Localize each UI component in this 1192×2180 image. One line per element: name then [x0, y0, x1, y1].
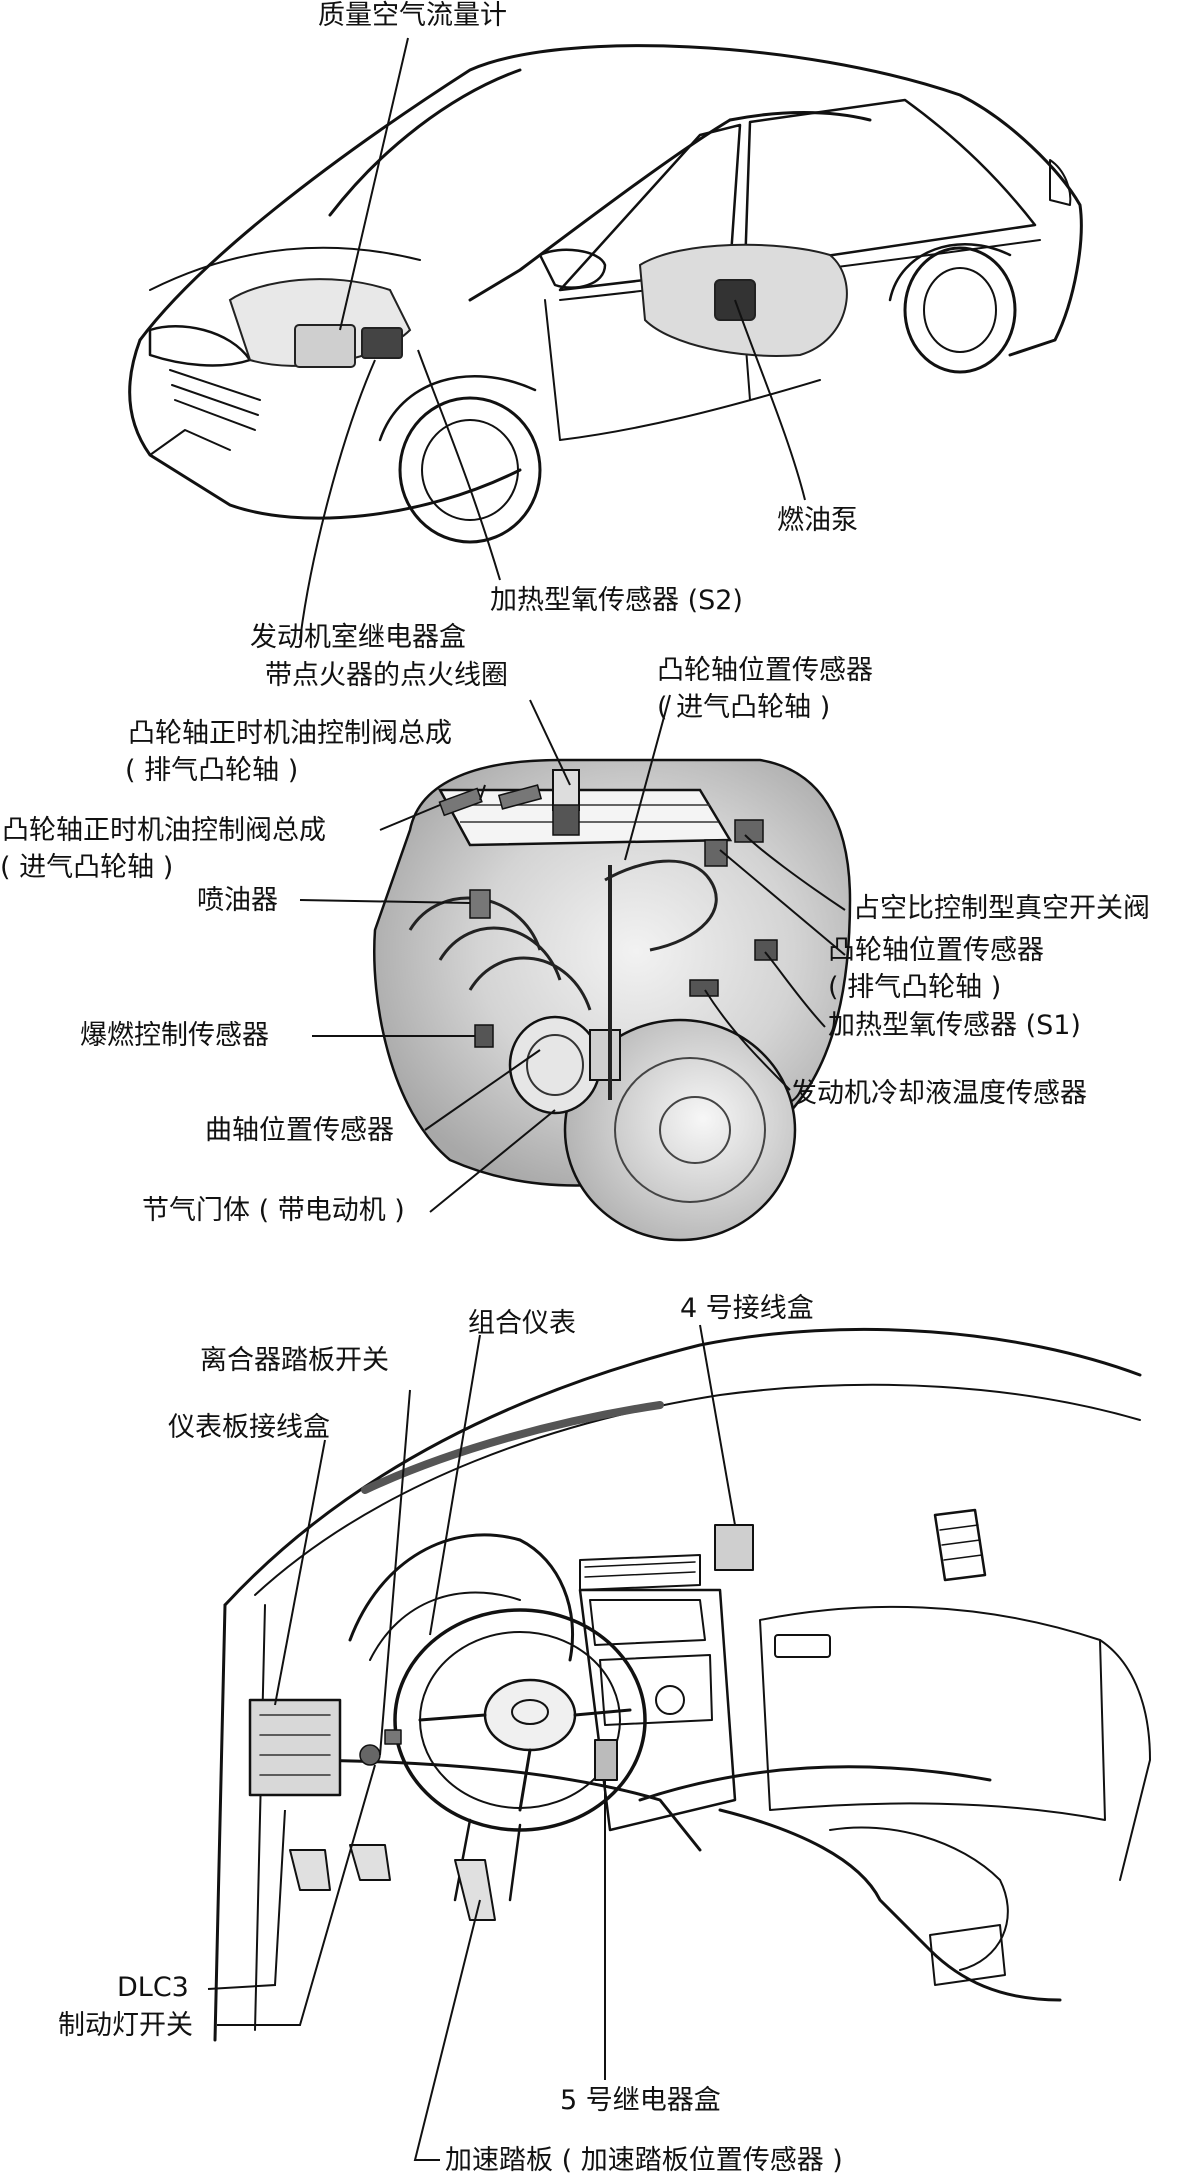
- label-knock-sensor: 爆燃控制传感器: [80, 1020, 269, 1051]
- label-relay-box-5: 5 号继电器盒: [560, 2085, 721, 2116]
- fuel-tank-detail: [638, 243, 848, 357]
- label-fuel-injector: 喷油器: [197, 885, 278, 916]
- label-coolant-temperature-sensor: 发动机冷却液温度传感器: [790, 1078, 1087, 1109]
- label-vacuum-switching-valve: 占空比控制型真空开关阀: [853, 893, 1150, 924]
- label-ocv-exhaust: 凸轮轴正时机油控制阀总成: [128, 718, 452, 749]
- label-engine-room-relay-box: 发动机室继电器盒: [250, 622, 466, 653]
- dashboard-illustration: [213, 1327, 1151, 2042]
- label-accelerator-pedal: 加速踏板 ( 加速踏板位置传感器 ): [445, 2145, 843, 2176]
- label-junction-block-4: 4 号接线盒: [680, 1293, 814, 1324]
- label-throttle-body: 节气门体 ( 带电动机 ): [142, 1195, 405, 1226]
- engine-illustration: [373, 758, 852, 1242]
- label-crankshaft-position-sensor: 曲轴位置传感器: [205, 1115, 394, 1146]
- label-heated-oxygen-sensor-s1: 加热型氧传感器 (S1): [828, 1010, 1081, 1041]
- label-ocv-intake: 凸轮轴正时机油控制阀总成: [2, 815, 326, 846]
- label-clutch-pedal-switch: 离合器踏板开关: [200, 1345, 389, 1376]
- label-cam-position-sensor-intake: 凸轮轴位置传感器: [657, 655, 873, 686]
- label-combination-meter: 组合仪表: [468, 1308, 576, 1339]
- label-ocv-exhaust-sub: ( 排气凸轮轴 ): [125, 755, 299, 786]
- label-dlc3: DLC3: [117, 1972, 189, 2003]
- leader-lines: [207, 37, 846, 2161]
- label-mass-air-flow-meter: 质量空气流量计: [318, 0, 507, 31]
- label-stop-lamp-switch: 制动灯开关: [58, 2010, 193, 2041]
- label-heated-oxygen-sensor-s2: 加热型氧传感器 (S2): [490, 585, 743, 616]
- engine-bay-detail: [228, 278, 412, 368]
- label-instrument-panel-junction-block: 仪表板接线盒: [168, 1412, 330, 1443]
- label-cam-position-sensor-intake-sub: ( 进气凸轮轴 ): [657, 692, 831, 723]
- label-fuel-pump: 燃油泵: [777, 505, 858, 536]
- label-cam-position-sensor-exhaust-sub: ( 排气凸轮轴 ): [828, 972, 1002, 1003]
- label-ocv-intake-sub: ( 进气凸轮轴 ): [0, 852, 174, 883]
- label-ignition-coil: 带点火器的点火线圈: [265, 660, 508, 691]
- label-cam-position-sensor-exhaust: 凸轮轴位置传感器: [828, 935, 1044, 966]
